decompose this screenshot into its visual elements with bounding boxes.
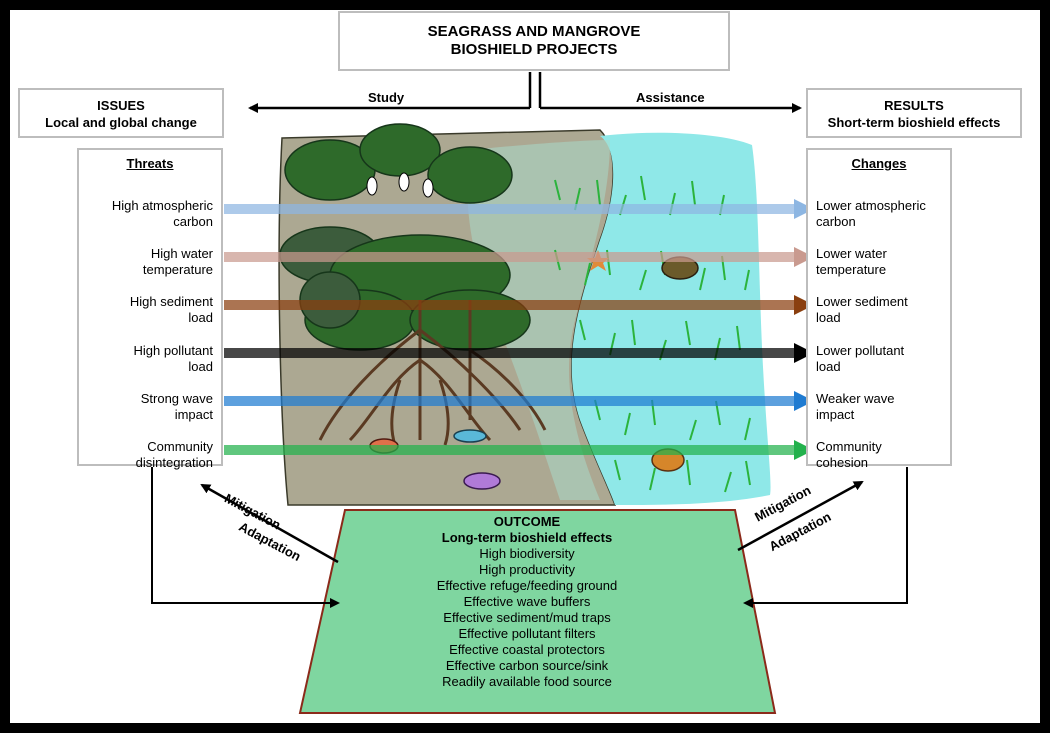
threat-line-2: impact <box>174 407 213 422</box>
outcome-trapezoid <box>298 509 777 714</box>
threat-line-2: load <box>188 310 213 325</box>
title-box: SEAGRASS AND MANGROVE BIOSHIELD PROJECTS <box>338 11 730 71</box>
threat-arrow-head <box>794 440 814 460</box>
threat-line-1: High water <box>150 246 213 261</box>
threat-change-arrows <box>224 199 814 460</box>
change-line-1: Lower pollutant <box>816 343 905 358</box>
threat-arrow-shaft <box>224 252 796 262</box>
threats-heading: Threats <box>126 156 174 171</box>
purple-fish <box>463 472 501 490</box>
threat-line-1: Strong wave <box>140 391 213 406</box>
right-mitigation-arrow <box>737 480 864 552</box>
change-line-1: Lower sediment <box>816 294 908 309</box>
egrets <box>366 172 434 198</box>
threat-arrow-shaft <box>224 445 796 455</box>
study-arrow <box>248 72 532 113</box>
threat-arrow-head <box>794 247 814 267</box>
change-line-2: load <box>816 359 841 374</box>
threat-line-1: High atmospheric <box>111 198 213 213</box>
seagrass-water <box>571 132 771 505</box>
outcome-item: Effective carbon source/sink <box>445 658 609 673</box>
changes-to-outcome-arrow <box>743 467 908 608</box>
threat-arrow-shaft <box>224 348 796 358</box>
change-line-1: Community <box>816 439 882 454</box>
left-mitigation-arrow <box>200 483 339 564</box>
assistance-label: Assistance <box>636 90 705 105</box>
outcome-heading: OUTCOME <box>493 514 561 529</box>
change-line-2: carbon <box>816 214 856 229</box>
threat-line-2: temperature <box>142 262 213 277</box>
assistance-arrow <box>538 72 802 113</box>
outcome-item: Effective pollutant filters <box>458 626 596 641</box>
outcome-item: Effective coastal protectors <box>449 642 605 657</box>
study-label: Study <box>368 90 405 105</box>
threat-line-1: High sediment <box>129 294 213 309</box>
issues-heading: ISSUES <box>97 98 145 113</box>
changes-heading: Changes <box>851 156 907 171</box>
results-subheading: Short-term bioshield effects <box>827 115 1001 130</box>
issues-box: ISSUES Local and global change <box>18 88 224 138</box>
change-line-1: Lower water <box>816 246 887 261</box>
outcome-item: Effective sediment/mud traps <box>443 610 611 625</box>
issues-subheading: Local and global change <box>45 115 197 130</box>
threat-line-1: High pollutant <box>133 343 214 358</box>
threat-arrow-head <box>794 343 814 363</box>
title-line-2: BIOSHIELD PROJECTS <box>450 41 618 58</box>
threats-to-outcome-arrow <box>151 467 340 608</box>
outcome-item: Readily available food source <box>442 674 612 689</box>
threat-line-2: disintegration <box>135 455 213 470</box>
change-line-2: load <box>816 310 841 325</box>
change-line-2: cohesion <box>816 455 869 470</box>
change-line-1: Weaker wave <box>816 391 895 406</box>
outcome-item: High productivity <box>478 562 576 577</box>
results-heading: RESULTS <box>884 98 944 113</box>
seagrass-transition <box>467 140 610 500</box>
outcome-text: OUTCOME Long-term bioshield effects High… <box>322 514 732 690</box>
threat-arrow-head <box>794 199 814 219</box>
outcome-subheading: Long-term bioshield effects <box>441 530 613 545</box>
bioshield-illustration <box>278 123 771 506</box>
change-line-2: temperature <box>816 262 887 277</box>
outcome-item: Effective refuge/feeding ground <box>436 578 618 593</box>
blue-fish <box>453 429 487 443</box>
change-line-1: Lower atmospheric <box>816 198 926 213</box>
outcome-item: High biodiversity <box>479 546 575 561</box>
results-box: RESULTS Short-term bioshield effects <box>806 88 1022 138</box>
threat-arrow-head <box>794 295 814 315</box>
threat-line-1: Community <box>147 439 213 454</box>
threat-line-2: load <box>188 359 213 374</box>
threat-arrow-shaft <box>224 204 796 214</box>
outcome-item: Effective wave buffers <box>463 594 591 609</box>
threat-arrow-shaft <box>224 396 796 406</box>
threat-arrow-head <box>794 391 814 411</box>
change-line-2: impact <box>816 407 855 422</box>
title-line-1: SEAGRASS AND MANGROVE <box>427 23 641 40</box>
threat-line-2: carbon <box>173 214 213 229</box>
threat-arrow-shaft <box>224 300 796 310</box>
